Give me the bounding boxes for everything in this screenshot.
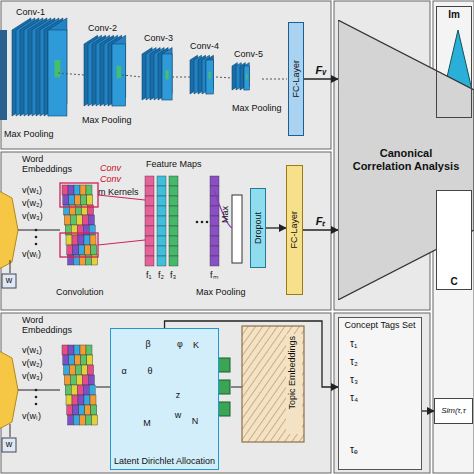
label: M — [143, 419, 151, 429]
label: v(w₁) — [22, 186, 42, 196]
process-box: FC-Layer — [288, 22, 304, 136]
label: Convolution — [56, 288, 104, 298]
process-box: FC-Layer — [286, 165, 303, 295]
label: α — [121, 367, 126, 377]
label: φ — [177, 340, 183, 350]
panel — [334, 313, 430, 473]
text-input — [0, 185, 18, 275]
node-text: FC-Layer — [291, 60, 301, 98]
label: v(w₂) — [22, 359, 43, 369]
label: τ₃ — [350, 374, 358, 385]
conv-blocks — [12, 18, 287, 116]
word-box — [2, 274, 16, 288]
label: v(wₗ) — [22, 250, 41, 260]
label: Feature Maps — [146, 160, 202, 170]
node-text: Canonical Correlation Analysis — [350, 147, 462, 172]
process-box: Sim(τ,τ — [434, 398, 473, 424]
connector — [266, 227, 286, 228]
label: Word Embeddings — [22, 155, 78, 175]
label: Max — [221, 206, 231, 223]
label: w — [175, 411, 182, 421]
connector — [303, 229, 338, 230]
node-text: Im — [448, 9, 460, 21]
label: f₂ — [158, 271, 164, 281]
process-box: Dropout — [250, 188, 266, 268]
process-box: C — [436, 190, 472, 290]
label: Max Pooling — [82, 116, 132, 126]
input-image — [0, 30, 7, 120]
node-text: Latent Dirichlet Allocation — [114, 456, 215, 466]
label: Conv-2 — [88, 24, 117, 34]
label: Conv — [100, 175, 121, 185]
label: Conv — [100, 164, 121, 174]
label: Conv-4 — [190, 42, 219, 52]
panel — [1, 313, 331, 473]
label: β — [145, 340, 150, 350]
label: Conv-1 — [16, 8, 45, 18]
word-box — [2, 438, 16, 452]
label: θ — [147, 367, 152, 377]
text-input — [0, 345, 18, 435]
label: Conv-5 — [234, 50, 263, 60]
label: τ₂ — [350, 356, 358, 367]
label-ground — [286, 334, 302, 434]
label: v(wₗ) — [22, 412, 41, 422]
node-text: Sim(τ,τ — [441, 406, 466, 415]
topic-panel — [242, 326, 304, 442]
edge-label: Fₜ — [315, 215, 327, 227]
label: Max Pooling — [232, 104, 282, 114]
edge-label: Fᵥ — [314, 64, 327, 76]
label: v(w₃) — [22, 212, 43, 222]
pooled-vector — [232, 195, 242, 263]
label: Topic Embeddings — [288, 336, 298, 410]
process-box: Latent Dirichlet Allocation — [110, 328, 219, 470]
label: N — [192, 417, 199, 427]
label: v(w₁) — [22, 346, 42, 356]
process-box: Im — [436, 6, 472, 118]
connector — [304, 78, 338, 79]
label: Word Embeddings — [22, 316, 78, 336]
panel — [1, 152, 331, 310]
label: Max Pooling — [4, 130, 54, 140]
panel — [1, 1, 331, 149]
label: z — [176, 391, 181, 401]
node-text: FC-Layer — [289, 211, 299, 249]
wire — [214, 190, 232, 228]
label: K — [193, 341, 199, 351]
label: τ₁ — [350, 338, 357, 349]
label: m Kernels — [98, 188, 139, 198]
label: Conv-3 — [144, 34, 173, 44]
wire — [10, 424, 11, 437]
label: v(w₃) — [22, 372, 43, 382]
wire — [10, 260, 11, 273]
label: τ₄ — [350, 392, 358, 403]
label: w — [6, 276, 13, 286]
feature-maps — [145, 176, 219, 266]
label: w — [6, 440, 13, 450]
label: f₁ — [146, 271, 152, 281]
node-text: Dropout — [253, 212, 263, 244]
node-text: Concept Tags Set — [345, 320, 416, 330]
label: v(w₂) — [22, 199, 43, 209]
label: f₃ — [170, 271, 176, 281]
label: Max Pooling — [196, 288, 246, 298]
connector — [422, 410, 434, 411]
node-text: C — [450, 276, 457, 288]
label: fₘ — [210, 271, 218, 281]
label: τₑ — [350, 444, 358, 455]
